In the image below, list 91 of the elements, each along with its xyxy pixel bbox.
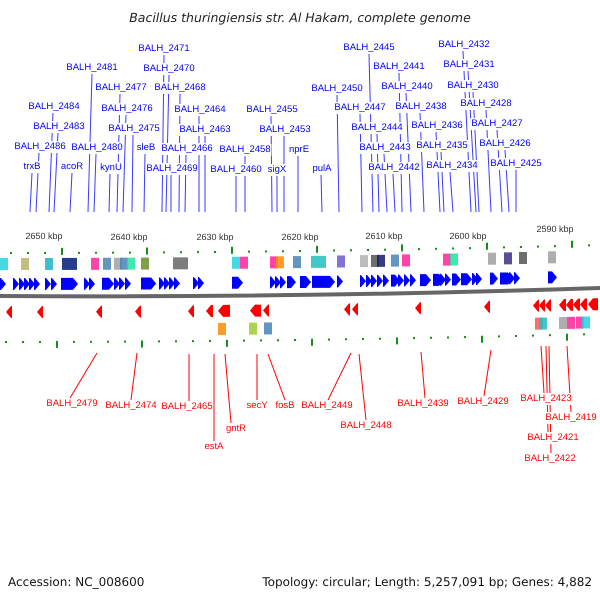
gene-label: BALH_2444	[350, 122, 404, 134]
gene-label: BALH_2428	[459, 98, 513, 110]
leader-line	[420, 352, 426, 398]
gene-label: BALH_2458	[218, 144, 272, 156]
gene-label: sigX	[266, 164, 288, 176]
gene-label: BALH_2427	[470, 118, 524, 130]
leader-line	[276, 176, 278, 212]
diagram-title: Bacillus thuringiensis str. Al Hakam, complete genome	[128, 10, 472, 25]
gene-label: BALH_2481	[65, 62, 119, 74]
leader-line	[36, 152, 40, 212]
gene-label: BALH_2465	[160, 401, 214, 413]
gene-label: BALH_2441	[372, 61, 426, 73]
gene-label: BALH_2431	[442, 59, 496, 71]
leader-line	[132, 134, 134, 212]
gene-label: BALH_2426	[478, 138, 532, 150]
leader-line	[188, 354, 190, 402]
gene-label: BALH_2453	[258, 124, 312, 136]
gene-label: BALH_2470	[142, 63, 196, 75]
leader-line	[144, 154, 146, 212]
gene-label: BALH_2469	[145, 163, 199, 175]
gene-label: BALH_2422	[523, 453, 577, 465]
leader-line	[70, 172, 72, 212]
gene-label: kynU	[99, 162, 123, 174]
gene-label: BALH_2483	[32, 121, 86, 133]
gene-label: nprE	[288, 144, 310, 156]
gene-label: BALH_2476	[100, 103, 154, 115]
leader-line	[30, 172, 32, 212]
gene-label: BALH_2439	[396, 398, 450, 410]
leader-line	[392, 174, 396, 212]
gene-label: BALH_2440	[380, 81, 434, 93]
leader-line	[256, 354, 258, 400]
gene-label: BALH_2460	[209, 164, 263, 176]
leader-line	[450, 172, 454, 212]
gene-label: BALH_2434	[425, 160, 479, 172]
leader-line	[484, 350, 492, 396]
gene-label: BALH_2436	[410, 120, 464, 132]
position-label: 2610 kbp	[365, 231, 403, 241]
gene-label: BALH_2447	[333, 102, 387, 114]
position-label: 2590 kbp	[536, 224, 574, 234]
gene-label: trxB	[22, 161, 42, 173]
gene-label: BALH_2477	[94, 82, 148, 94]
leader-line	[336, 94, 340, 212]
gene-label: BALH_2450	[310, 83, 364, 95]
gene-label: BALH_2455	[245, 104, 299, 116]
position-label: 2630 kbp	[196, 232, 234, 242]
gene-label: BALH_2421	[526, 432, 580, 444]
gene-label: BALH_2435	[415, 140, 469, 152]
gene-label: BALH_2480	[70, 142, 124, 154]
position-label: 2640 kbp	[110, 232, 148, 242]
leader-line	[108, 174, 110, 212]
gene-label: BALH_2475	[107, 123, 161, 135]
gene-label: BALH_2486	[13, 141, 67, 153]
gene-label: BALH_2445	[342, 42, 396, 54]
gene-label: BALH_2430	[446, 80, 500, 92]
gene-label: BALH_2468	[153, 82, 207, 94]
leader-line	[70, 352, 98, 398]
position-label: 2620 kbp	[281, 232, 319, 242]
gene-label: BALH_2471	[137, 43, 191, 55]
gene-label: BALH_2429	[456, 396, 510, 408]
gene-label: BALH_2474	[104, 400, 158, 412]
leader-line	[358, 354, 366, 420]
gene-label: BALH_2464	[173, 104, 227, 116]
genome-info-text: Topology: circular; Length: 5,257,091 bp; Genes: 4,882	[262, 575, 592, 589]
gene-label: BALH_2463	[178, 124, 232, 136]
gene-label: BALH_2432	[437, 39, 491, 51]
leader-line	[170, 174, 172, 212]
gene-label: BALH_2484	[27, 101, 81, 113]
leader-line	[268, 354, 286, 400]
gene-label: BALH_2449	[300, 400, 354, 412]
leader-line	[224, 354, 232, 424]
gene-label: BALH_2448	[339, 420, 393, 432]
gene-label: BALH_2479	[45, 398, 99, 410]
leader-line	[540, 346, 544, 394]
accession-text: Accession: NC_008600	[8, 575, 144, 589]
gene-label: BALH_2419	[544, 412, 598, 424]
position-label: 2650 kbp	[25, 231, 63, 241]
leader-line	[122, 114, 126, 212]
gene-label: BALH_2423	[519, 393, 573, 405]
gene-label: BALH_2425	[489, 158, 543, 170]
leader-line	[94, 154, 96, 212]
gene-label: BALH_2442	[367, 162, 421, 174]
gene-label: BALH_2438	[394, 101, 448, 113]
gene-label: BALH_2443	[358, 142, 412, 154]
gene-label: pulA	[312, 163, 332, 175]
leader-line	[88, 74, 92, 212]
leader-line	[328, 352, 352, 400]
gene-label: BALH_2466	[160, 143, 214, 155]
leader-line	[130, 352, 138, 400]
position-label: 2600 kbp	[449, 231, 487, 241]
gene-label: gntR	[224, 423, 248, 435]
leader-line	[320, 174, 322, 212]
